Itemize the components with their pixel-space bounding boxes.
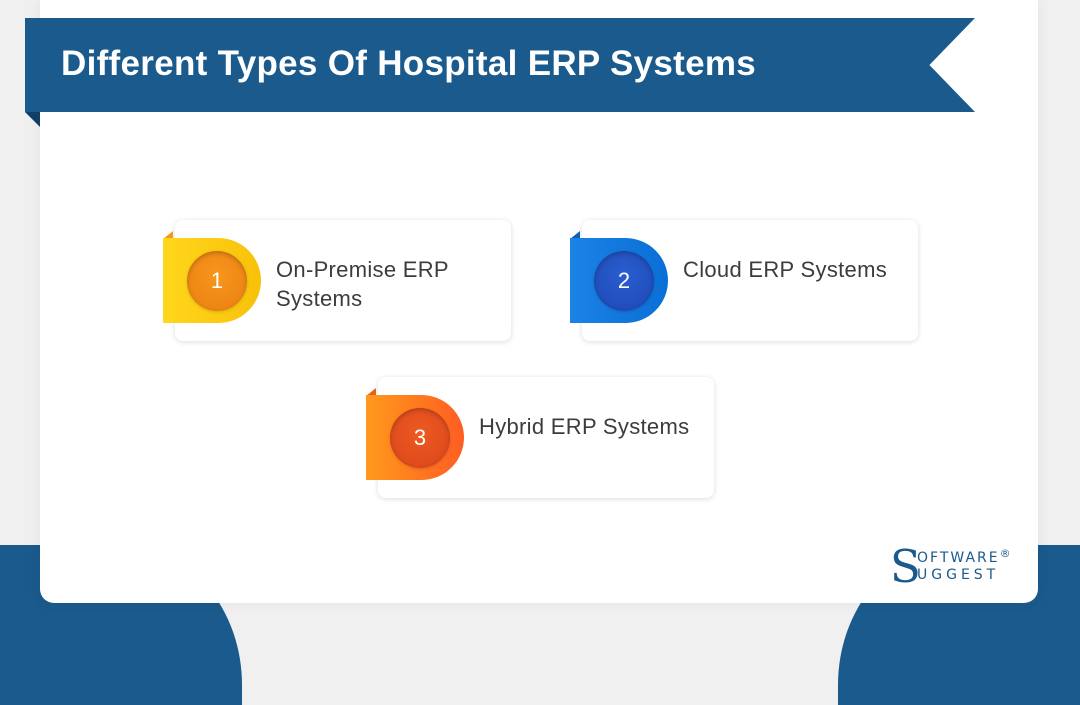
ribbon-fold	[25, 112, 40, 127]
number-badge: 1	[187, 251, 247, 311]
tab-fold	[570, 231, 580, 239]
logo-line-2: uggest	[917, 567, 1000, 583]
erp-type-card-hybrid: 3 Hybrid ERP Systems	[366, 377, 714, 498]
tab-fold	[163, 231, 173, 239]
erp-type-label: Cloud ERP Systems	[683, 257, 887, 282]
logo-initial: S	[890, 540, 921, 593]
tab-fold	[366, 388, 376, 396]
number-badge: 2	[594, 251, 654, 311]
logo-line-1: oftware®	[917, 547, 1011, 566]
number-badge: 3	[390, 408, 450, 468]
title-ribbon	[25, 18, 975, 112]
erp-type-card-on-premise: 1 On-Premise ERP Systems	[163, 220, 511, 341]
erp-type-card-cloud: 2 Cloud ERP Systems	[570, 220, 918, 341]
erp-type-label: On-Premise ERP Systems	[276, 257, 449, 311]
page-title: Different Types Of Hospital ERP Systems	[61, 44, 757, 83]
erp-type-label: Hybrid ERP Systems	[479, 414, 690, 439]
registered-mark: ®	[999, 547, 1011, 560]
